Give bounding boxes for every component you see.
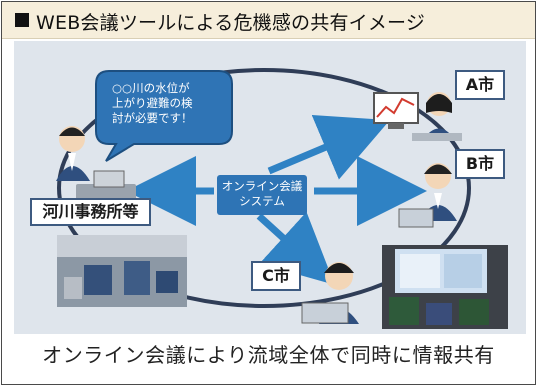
city-c-operator-illustration (301, 262, 359, 324)
control-room-photo (382, 245, 508, 329)
arrow-to-c (256, 211, 335, 285)
speech-bubble-text: ○○川の水位が 上がり避難の検 討が必要です！ (112, 81, 193, 126)
network-ring (57, 68, 471, 308)
speech-bubble-line-3: 討が必要です！ (112, 111, 193, 125)
online-system-label: オンライン会議 システム (217, 179, 307, 209)
office-photo (57, 235, 187, 307)
online-system-line-2: システム (239, 194, 285, 208)
city-b-label: B市 (455, 149, 505, 179)
online-system-box (217, 175, 307, 215)
city-c-label: C市 (251, 261, 301, 291)
speech-bubble-line-1: ○○川の水位が (112, 81, 190, 95)
office-label: 河川事務所等 (30, 198, 151, 226)
diagram-graphics (56, 68, 508, 329)
city-a-operator-illustration (373, 92, 462, 141)
figure-header: WEB会議ツールによる危機感の共有イメージ (2, 2, 535, 39)
speech-bubble (95, 70, 233, 162)
figure-caption: オンライン会議により流域全体で同時に情報共有 (42, 343, 495, 367)
figure-title: WEB会議ツールによる危機感の共有イメージ (36, 12, 426, 34)
arrow-to-a (267, 115, 390, 180)
city-a-label: A市 (455, 70, 505, 100)
speech-bubble-line-2: 上がり避難の検 (112, 96, 193, 110)
city-b-operator-illustration (398, 163, 457, 228)
square-bullet-icon (15, 13, 29, 27)
online-system-line-1: オンライン会議 (221, 179, 303, 193)
diagram-panel: ○○川の水位が 上がり避難の検 討が必要です！ オンライン会議 システム 河川事… (14, 41, 526, 334)
office-operator-illustration (56, 126, 136, 200)
